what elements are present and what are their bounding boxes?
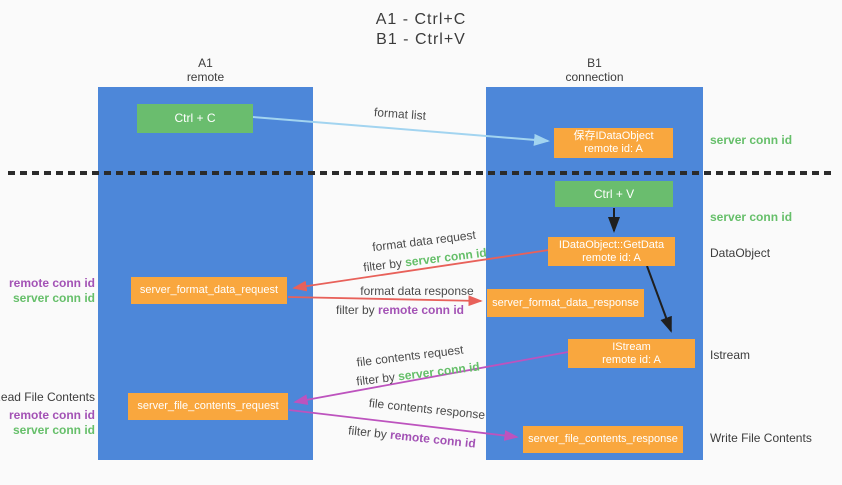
server-conn-id-text: server conn id: [404, 245, 488, 270]
file-contents-response-flow-label: file contents response: [368, 395, 486, 423]
getdata-line1: IDataObject::GetData: [558, 238, 665, 251]
filter-by-text: filter by: [335, 303, 378, 317]
read-file-contents-group: Read File Contents remote conn id server…: [0, 390, 95, 438]
server-file-contents-request-node: server_file_contents_request: [128, 393, 288, 420]
format-response-label: server_format_data_response: [492, 296, 639, 309]
lane-a1-role: remote: [186, 70, 225, 84]
idataobject-getdata-node: IDataObject::GetData remote id: A: [548, 237, 675, 266]
lane-header-b1: B1 connection: [486, 56, 703, 84]
file-response-label: server_file_contents_response: [528, 433, 678, 445]
format-data-response-flow-label: format data response: [360, 284, 474, 298]
filter-by-text: filter by: [347, 423, 391, 442]
filter-by-text: filter by: [355, 369, 399, 389]
istream-node: IStream remote id: A: [568, 339, 695, 368]
ctrl-c-label: Ctrl + C: [174, 111, 216, 125]
remote-conn-id-text: remote conn id: [378, 303, 465, 317]
filter-by-text: filter by: [362, 255, 406, 275]
write-file-contents-label: Write File Contents: [710, 431, 812, 445]
ctrl-v-node: Ctrl + V: [555, 181, 673, 207]
save-idataobject-line1: 保存IDataObject: [573, 130, 654, 142]
save-idataobject-node: 保存IDataObject remote id: A: [554, 128, 673, 158]
lane-b1-name: B1: [587, 56, 602, 70]
istream-line2: remote id: A: [602, 353, 661, 366]
server-conn-id-side-label: server conn id: [12, 423, 95, 437]
istream-side-label: Istream: [710, 348, 751, 362]
title-line-2: B1 - Ctrl+V: [376, 31, 466, 48]
lane-header-a1: A1 remote: [98, 56, 313, 84]
ctrl-c-node: Ctrl + C: [137, 104, 253, 133]
filter-by-remote-conn-id-label-2: filter by remote conn id: [348, 423, 477, 450]
remote-conn-id-side-label: remote conn id: [8, 408, 95, 422]
dataobject-label: DataObject: [710, 246, 771, 260]
save-idataobject-line2: remote id: A: [584, 143, 643, 155]
server-file-contents-response-node: server_file_contents_response: [523, 426, 683, 453]
diagram-title: A1 - Ctrl+C B1 - Ctrl+V: [0, 10, 842, 50]
remote-conn-id-side-label: remote conn id: [8, 276, 95, 290]
istream-line1: IStream: [612, 340, 651, 353]
server-format-data-response-node: server_format_data_response: [487, 289, 644, 317]
server-format-data-request-node: server_format_data_request: [131, 277, 287, 304]
left-conn-id-group: remote conn id server conn id: [9, 276, 95, 306]
server-conn-id-side-label: server conn id: [12, 291, 95, 305]
remote-conn-id-text: remote conn id: [389, 427, 477, 451]
server-conn-id-right-top-label: server conn id: [710, 133, 793, 147]
filter-by-remote-conn-id-label-1: filter by remote conn id: [336, 303, 464, 317]
phase-separator-dotted-line: [8, 171, 834, 175]
format-list-flow-label: format list: [373, 105, 427, 123]
format-request-label: server_format_data_request: [139, 284, 279, 296]
getdata-line2: remote id: A: [582, 251, 641, 264]
ctrl-v-label: Ctrl + V: [593, 186, 635, 201]
file-request-label: server_file_contents_request: [137, 400, 279, 412]
lane-a1-name: A1: [198, 56, 213, 70]
server-conn-id-right-mid-label: server conn id: [710, 210, 793, 224]
lane-b1-role: connection: [565, 70, 624, 84]
title-line-1: A1 - Ctrl+C: [375, 11, 467, 28]
read-file-contents-label: Read File Contents: [0, 390, 95, 404]
